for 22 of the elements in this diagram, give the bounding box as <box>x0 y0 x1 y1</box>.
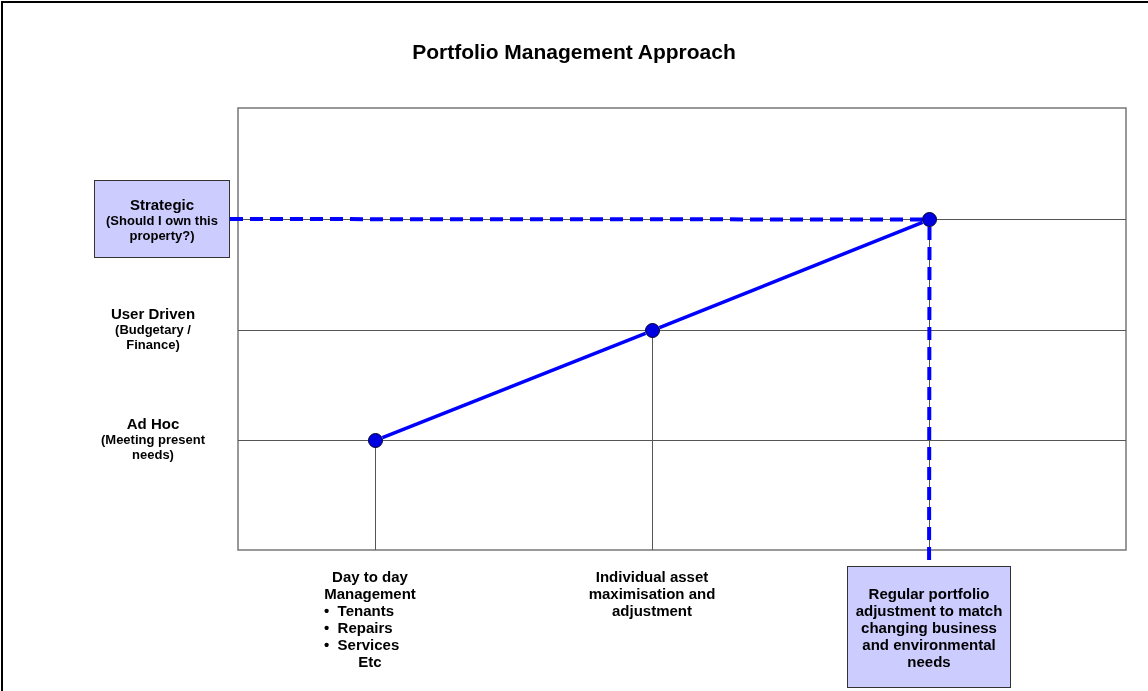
category-heading: Regular portfolio adjustment to match changing business and environmental needs <box>854 584 1004 670</box>
category-box <box>94 180 230 258</box>
bullet-item: • Services <box>324 636 400 653</box>
category-note: (Should I own this property?) <box>105 212 219 243</box>
chart-title: Portfolio Management Approach <box>411 40 737 64</box>
data-point <box>368 433 383 448</box>
bullet-item: • Repairs <box>324 619 393 636</box>
data-point <box>645 323 660 338</box>
category-note: (Budgetary / Finance) <box>114 322 192 352</box>
bullet-item: • Tenants <box>324 602 394 619</box>
category-heading: Individual asset maximisation and adjustment <box>587 568 717 619</box>
category-heading: Day to day Management <box>323 568 417 602</box>
data-point <box>922 212 937 227</box>
connector-line <box>658 220 924 330</box>
connector-line <box>381 331 647 440</box>
category-heading: User Driven <box>110 305 196 322</box>
category-heading: Ad Hoc <box>126 415 180 432</box>
connector-line <box>230 217 922 222</box>
category-note: (Meeting present needs) <box>100 432 206 462</box>
category-note: Etc <box>358 653 382 670</box>
category-box <box>847 566 1011 688</box>
category-heading: Strategic <box>129 195 195 213</box>
